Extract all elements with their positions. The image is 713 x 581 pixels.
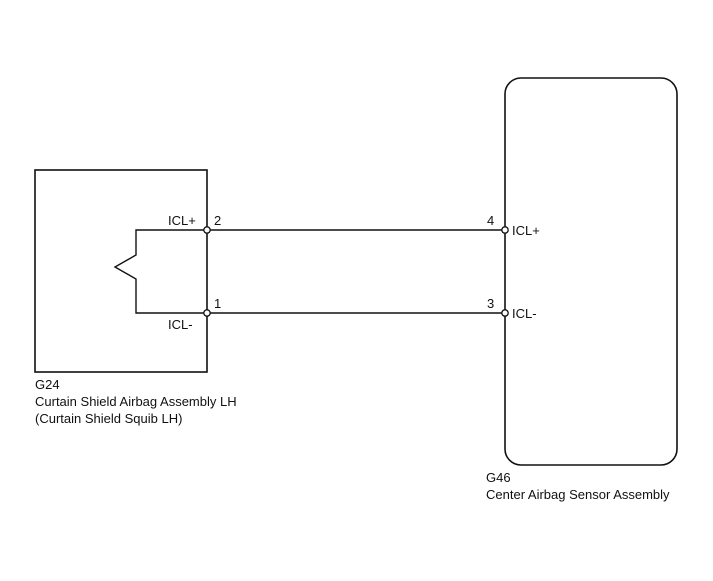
g24-component-box	[34, 169, 208, 373]
g24-pin-top-signal: ICL+	[168, 213, 196, 228]
g24-name: Curtain Shield Airbag Assembly LH	[35, 394, 237, 409]
g24-subname: (Curtain Shield Squib LH)	[35, 411, 182, 426]
g46-pin-top-signal: ICL+	[512, 223, 540, 238]
g46-component-box	[504, 77, 678, 466]
g24-terminal-2	[203, 226, 211, 234]
g46-pin-top-number: 4	[487, 213, 494, 228]
g46-pin-bottom-signal: ICL-	[512, 306, 537, 321]
g46-pin-bottom-number: 3	[487, 296, 494, 311]
g24-pin-top-number: 2	[214, 213, 221, 228]
g46-code: G46	[486, 470, 511, 485]
squib-resistor-symbol	[113, 229, 207, 314]
g24-pin-bottom-signal: ICL-	[168, 317, 193, 332]
g24-terminal-1	[203, 309, 211, 317]
g24-code: G24	[35, 377, 60, 392]
g46-terminal-4	[501, 226, 509, 234]
g46-name: Center Airbag Sensor Assembly	[486, 487, 670, 502]
g46-terminal-3	[501, 309, 509, 317]
g24-pin-bottom-number: 1	[214, 296, 221, 311]
